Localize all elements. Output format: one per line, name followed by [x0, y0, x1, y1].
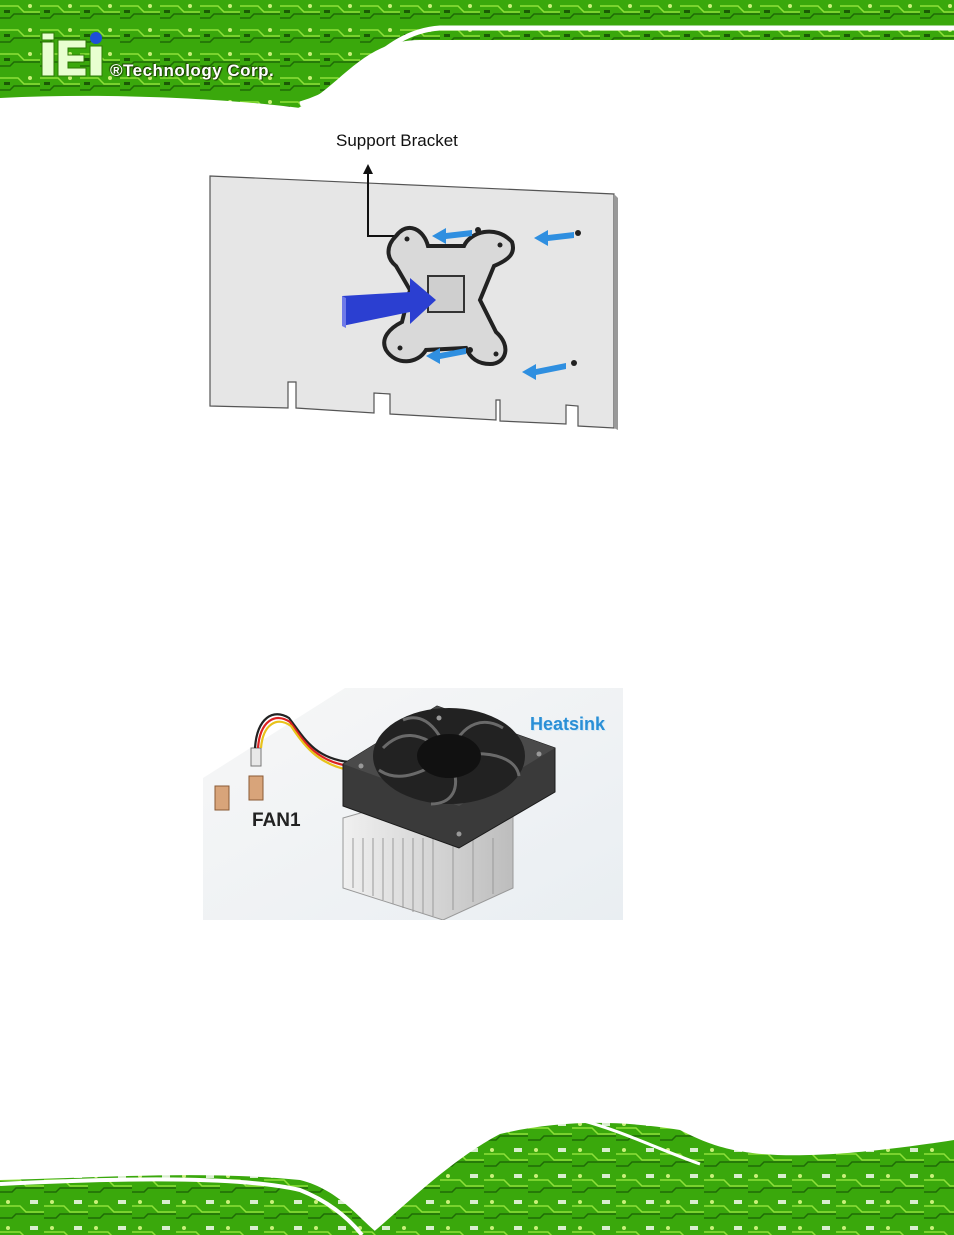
heatsink-label: Heatsink [530, 714, 605, 735]
header-banner [0, 0, 954, 112]
support-bracket-label: Support Bracket [336, 131, 458, 151]
footer-banner [0, 1120, 954, 1235]
screw-hole [575, 230, 581, 236]
screw-hole [475, 227, 481, 233]
company-name: ®Technology Corp. [110, 61, 274, 81]
screw-hole [571, 360, 577, 366]
pointer-arrowhead [363, 164, 373, 174]
fan1-label: FAN1 [252, 810, 301, 832]
support-bracket-diagram [200, 150, 630, 440]
screw-hole [467, 347, 473, 353]
